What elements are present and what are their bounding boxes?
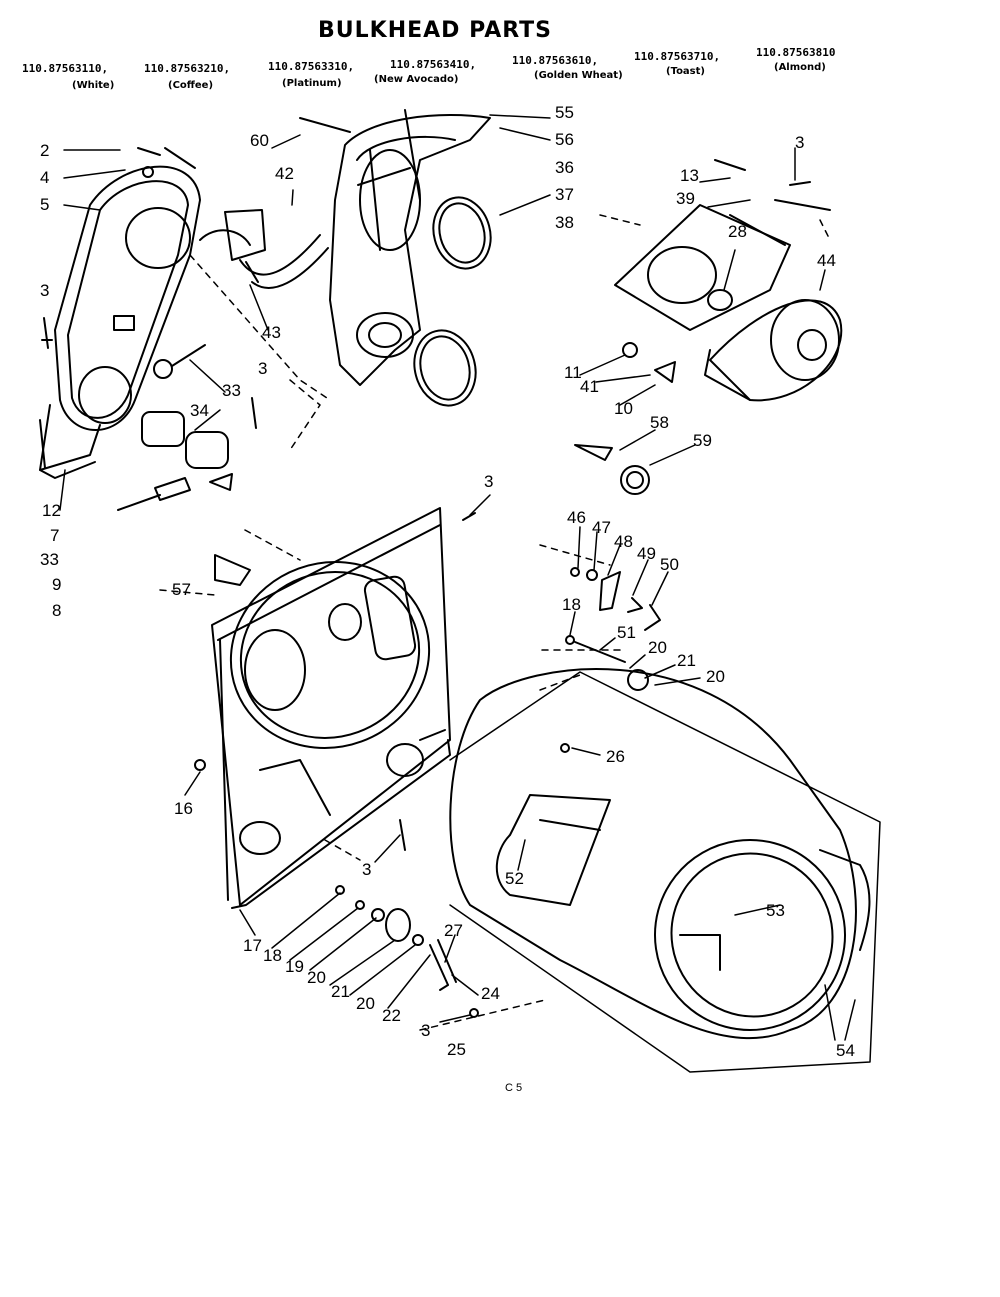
part-callout: 38: [555, 213, 574, 232]
part-callout: 2: [40, 141, 50, 160]
part-callout: 4: [40, 168, 50, 187]
front-panel-cover-assembly: [40, 167, 200, 478]
part-callout: 57: [172, 580, 191, 599]
front-bulkhead: [195, 508, 475, 908]
model-number: 110.87563310,: [268, 60, 355, 73]
leader-lines: [60, 115, 855, 1040]
part-callout: 37: [555, 185, 574, 204]
model-number: 110.87563610,: [512, 54, 599, 67]
diagram-title: BULKHEAD PARTS: [318, 18, 553, 43]
part-callout: 22: [382, 1006, 401, 1025]
part-callout: 28: [728, 222, 747, 241]
part-callout: 52: [505, 869, 524, 888]
part-callout: 44: [817, 251, 836, 270]
part-callout: 58: [650, 413, 669, 432]
part-callout: 3: [40, 281, 50, 300]
part-callout: 16: [174, 799, 193, 818]
part-callout: 24: [481, 984, 500, 1003]
part-callout: 26: [606, 747, 625, 766]
part-callout: 21: [331, 982, 350, 1001]
part-callout: 48: [614, 532, 633, 551]
part-callout: 27: [444, 921, 463, 940]
idler-motor-parts: [118, 345, 232, 510]
model-color: (Coffee): [168, 80, 214, 91]
part-callout: 49: [637, 544, 656, 563]
part-callout: 17: [243, 936, 262, 955]
blower-housing: [330, 110, 490, 385]
part-callout: 12: [42, 501, 61, 520]
part-callout: 13: [680, 166, 699, 185]
part-callout: 8: [52, 601, 62, 620]
part-callout: 18: [562, 595, 581, 614]
part-callout: 3: [795, 133, 805, 152]
part-callout: 25: [447, 1040, 466, 1059]
model-color: (Almond): [774, 62, 826, 73]
part-callout: 50: [660, 555, 679, 574]
model-color: (Golden Wheat): [534, 70, 623, 81]
model-color: (Toast): [666, 66, 705, 77]
part-callout: 9: [52, 575, 62, 594]
motor-and-support-assembly: [575, 160, 841, 494]
model-number: 110.87563110,: [22, 62, 109, 75]
exhaust-hose-and-bracket: [200, 118, 350, 288]
part-callout: 34: [190, 401, 209, 420]
page-code: C 5: [505, 1082, 523, 1094]
part-callout: 5: [40, 195, 50, 214]
model-color: (New Avocado): [374, 74, 459, 85]
part-callout: 3: [484, 472, 494, 491]
part-callout: 3: [421, 1021, 431, 1040]
roller-hardware: [566, 568, 660, 690]
model-color: (Platinum): [282, 78, 342, 89]
drum-outline-box: [450, 672, 880, 1072]
part-callout: 53: [766, 901, 785, 920]
part-callout: 47: [592, 518, 611, 537]
model-number: 110.87563410,: [390, 58, 477, 71]
part-callout: 43: [262, 323, 281, 342]
part-callout: 42: [275, 164, 294, 183]
front-roller-shaft: [336, 820, 478, 1017]
part-callout: 36: [555, 158, 574, 177]
drum: [450, 669, 879, 1065]
model-number: 110.87563710,: [634, 50, 721, 63]
part-callout: 56: [555, 130, 574, 149]
part-callout: 59: [693, 431, 712, 450]
part-callout: 20: [356, 994, 375, 1013]
part-callout: 46: [567, 508, 586, 527]
part-callout: 54: [836, 1041, 855, 1060]
part-callout: 3: [258, 359, 268, 378]
part-callout: 55: [555, 103, 574, 122]
part-callout: 11: [564, 363, 582, 382]
part-callout: 20: [706, 667, 725, 686]
screw-icons-left: [42, 148, 256, 428]
part-callout: 18: [263, 946, 282, 965]
model-number: 110.87563210,: [144, 62, 231, 75]
part-callout: 20: [307, 968, 326, 987]
part-callout: 3: [362, 860, 372, 879]
part-callout: 19: [285, 957, 304, 976]
model-color: (White): [72, 80, 115, 91]
part-callout: 10: [614, 399, 633, 418]
part-callout: 20: [648, 638, 667, 657]
blower-seals: [406, 191, 498, 412]
part-callout: 39: [676, 189, 695, 208]
part-callout: 33: [222, 381, 241, 400]
part-callout: 41: [580, 377, 599, 396]
model-number: 110.87563810: [756, 46, 836, 59]
part-callout: 51: [617, 623, 636, 642]
part-callout: 60: [250, 131, 269, 150]
dashed-leader-lines: [160, 215, 830, 1030]
part-callout: 33: [40, 550, 59, 569]
part-callout: 21: [677, 651, 696, 670]
part-callout: 7: [50, 526, 60, 545]
